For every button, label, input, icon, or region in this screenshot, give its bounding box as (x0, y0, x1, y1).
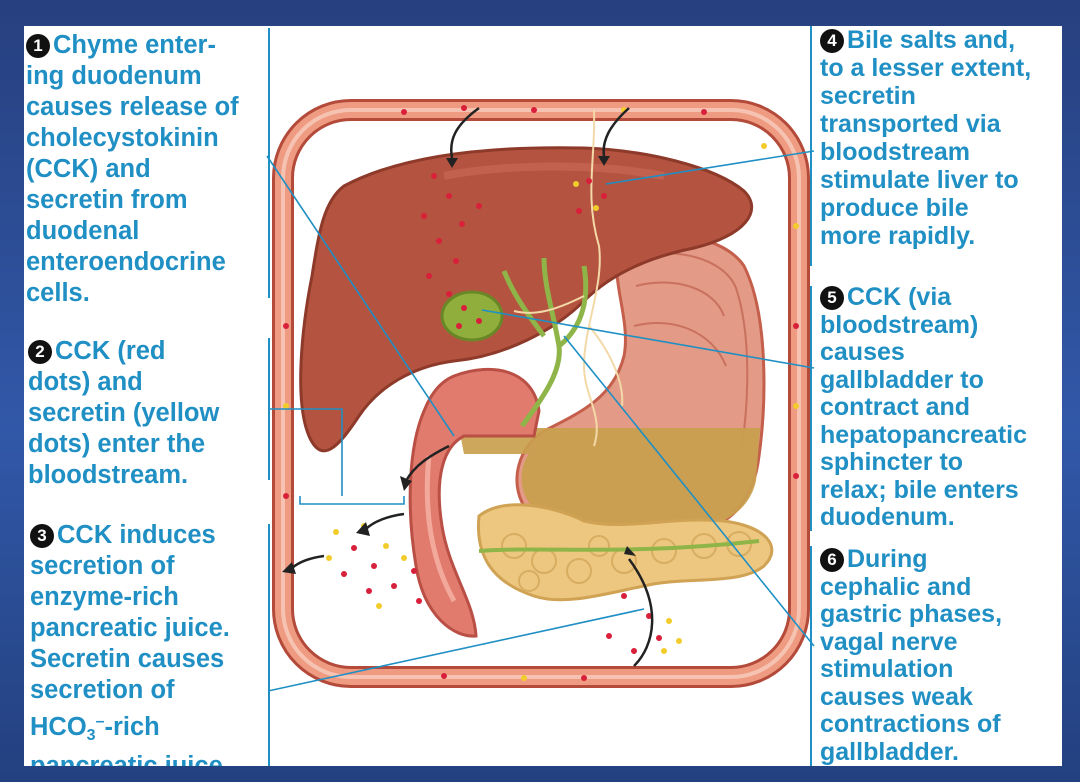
hco3-line: HCO3–-rich (30, 706, 230, 751)
gallbladder (442, 292, 502, 340)
step-number-3: 3 (30, 524, 54, 548)
caption-bar-3 (268, 524, 270, 766)
caption-bar-2 (268, 338, 270, 480)
step-number-1: 1 (26, 34, 50, 58)
step-number-4: 4 (820, 29, 844, 53)
caption-bar-1 (268, 28, 270, 298)
step-number-5: 5 (820, 286, 844, 310)
step-number-2: 2 (28, 340, 52, 364)
caption-bar-4 (810, 26, 812, 266)
caption-bar-5 (810, 286, 812, 531)
step-number-6: 6 (820, 548, 844, 572)
caption-bar-6 (810, 546, 812, 766)
